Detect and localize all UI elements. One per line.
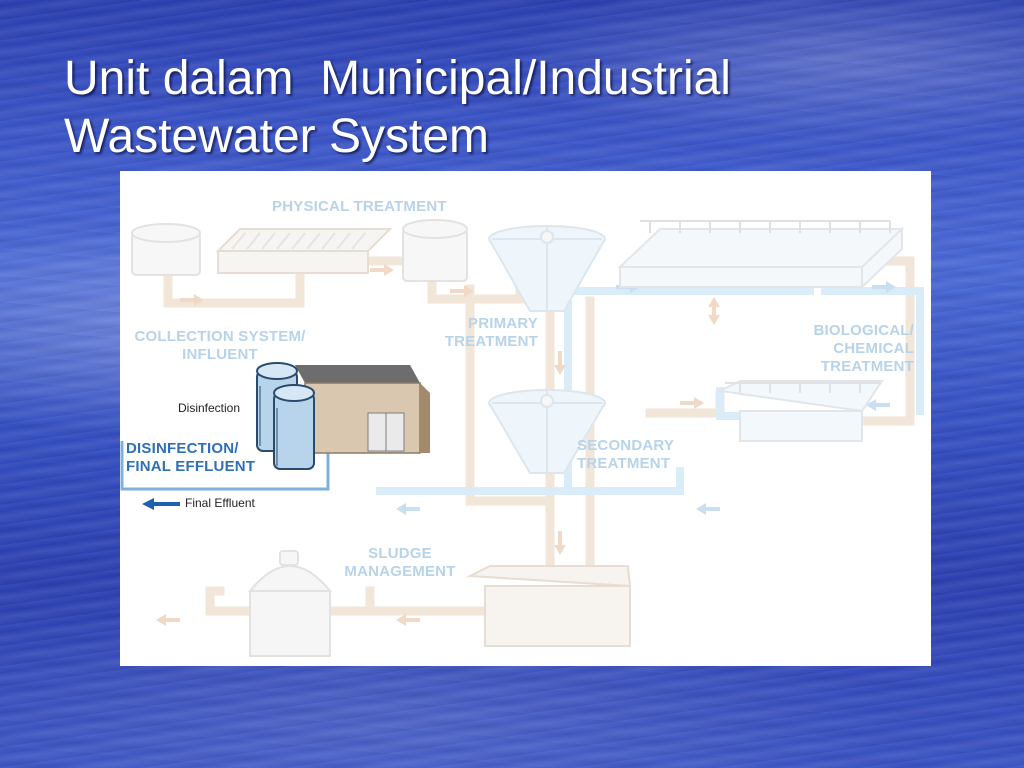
collection-line-2: INFLUENT — [182, 346, 258, 363]
label-disinfection-small: Disinfection — [178, 401, 241, 415]
screening-chamber — [215, 228, 393, 274]
disinfection-line-1: DISINFECTION/ — [126, 440, 239, 457]
disinfection-line-2: FINAL EFFLUENT — [126, 458, 256, 475]
sludge-line-1: SLUDGE — [368, 545, 432, 562]
sludge-digester — [247, 550, 333, 657]
sludge-thickener — [466, 565, 632, 647]
diagram-drawing — [120, 219, 924, 657]
label-disinfection-final-effluent: DISINFECTION/FINAL EFFLUENT — [126, 440, 255, 476]
wastewater-diagram: PHYSICAL TREATMENT COLLECTION SYSTEM/INF… — [120, 171, 931, 666]
label-physical-treatment: PHYSICAL TREATMENT — [272, 198, 447, 215]
secondary-clarifier — [488, 389, 606, 474]
disinfection-pipe — [120, 441, 330, 491]
aeration-basin — [617, 220, 905, 290]
title-line-2: Wastewater System — [64, 110, 489, 163]
grit-tank — [402, 219, 468, 282]
secondary-line-2: TREATMENT — [577, 455, 671, 472]
label-final-effluent: Final Effluent — [185, 496, 255, 510]
disinfection-building — [256, 362, 430, 470]
final-effluent-arrow — [142, 498, 180, 510]
secondary-line-1: SECONDARY — [577, 437, 675, 454]
primary-line-2: TREATMENT — [444, 333, 538, 350]
primary-line-1: PRIMARY — [467, 315, 538, 332]
biological-line-2: CHEMICAL — [833, 340, 914, 357]
collection-line-1: COLLECTION SYSTEM/ — [134, 328, 306, 345]
biological-line-3: TREATMENT — [820, 358, 914, 375]
sludge-line-2: MANAGEMENT — [344, 563, 456, 580]
primary-clarifier — [488, 225, 606, 312]
title-line-1: Unit dalam Municipal/Industrial — [64, 52, 731, 105]
chemical-basin — [716, 380, 884, 442]
slide-title: Unit dalam Municipal/Industrial Wastewat… — [64, 50, 731, 166]
label-collection-system: COLLECTION SYSTEM/INFLUENT — [122, 328, 318, 364]
faded-arrows — [156, 264, 720, 626]
collection-tank — [131, 223, 201, 276]
biological-line-1: BIOLOGICAL/ — [813, 322, 914, 339]
